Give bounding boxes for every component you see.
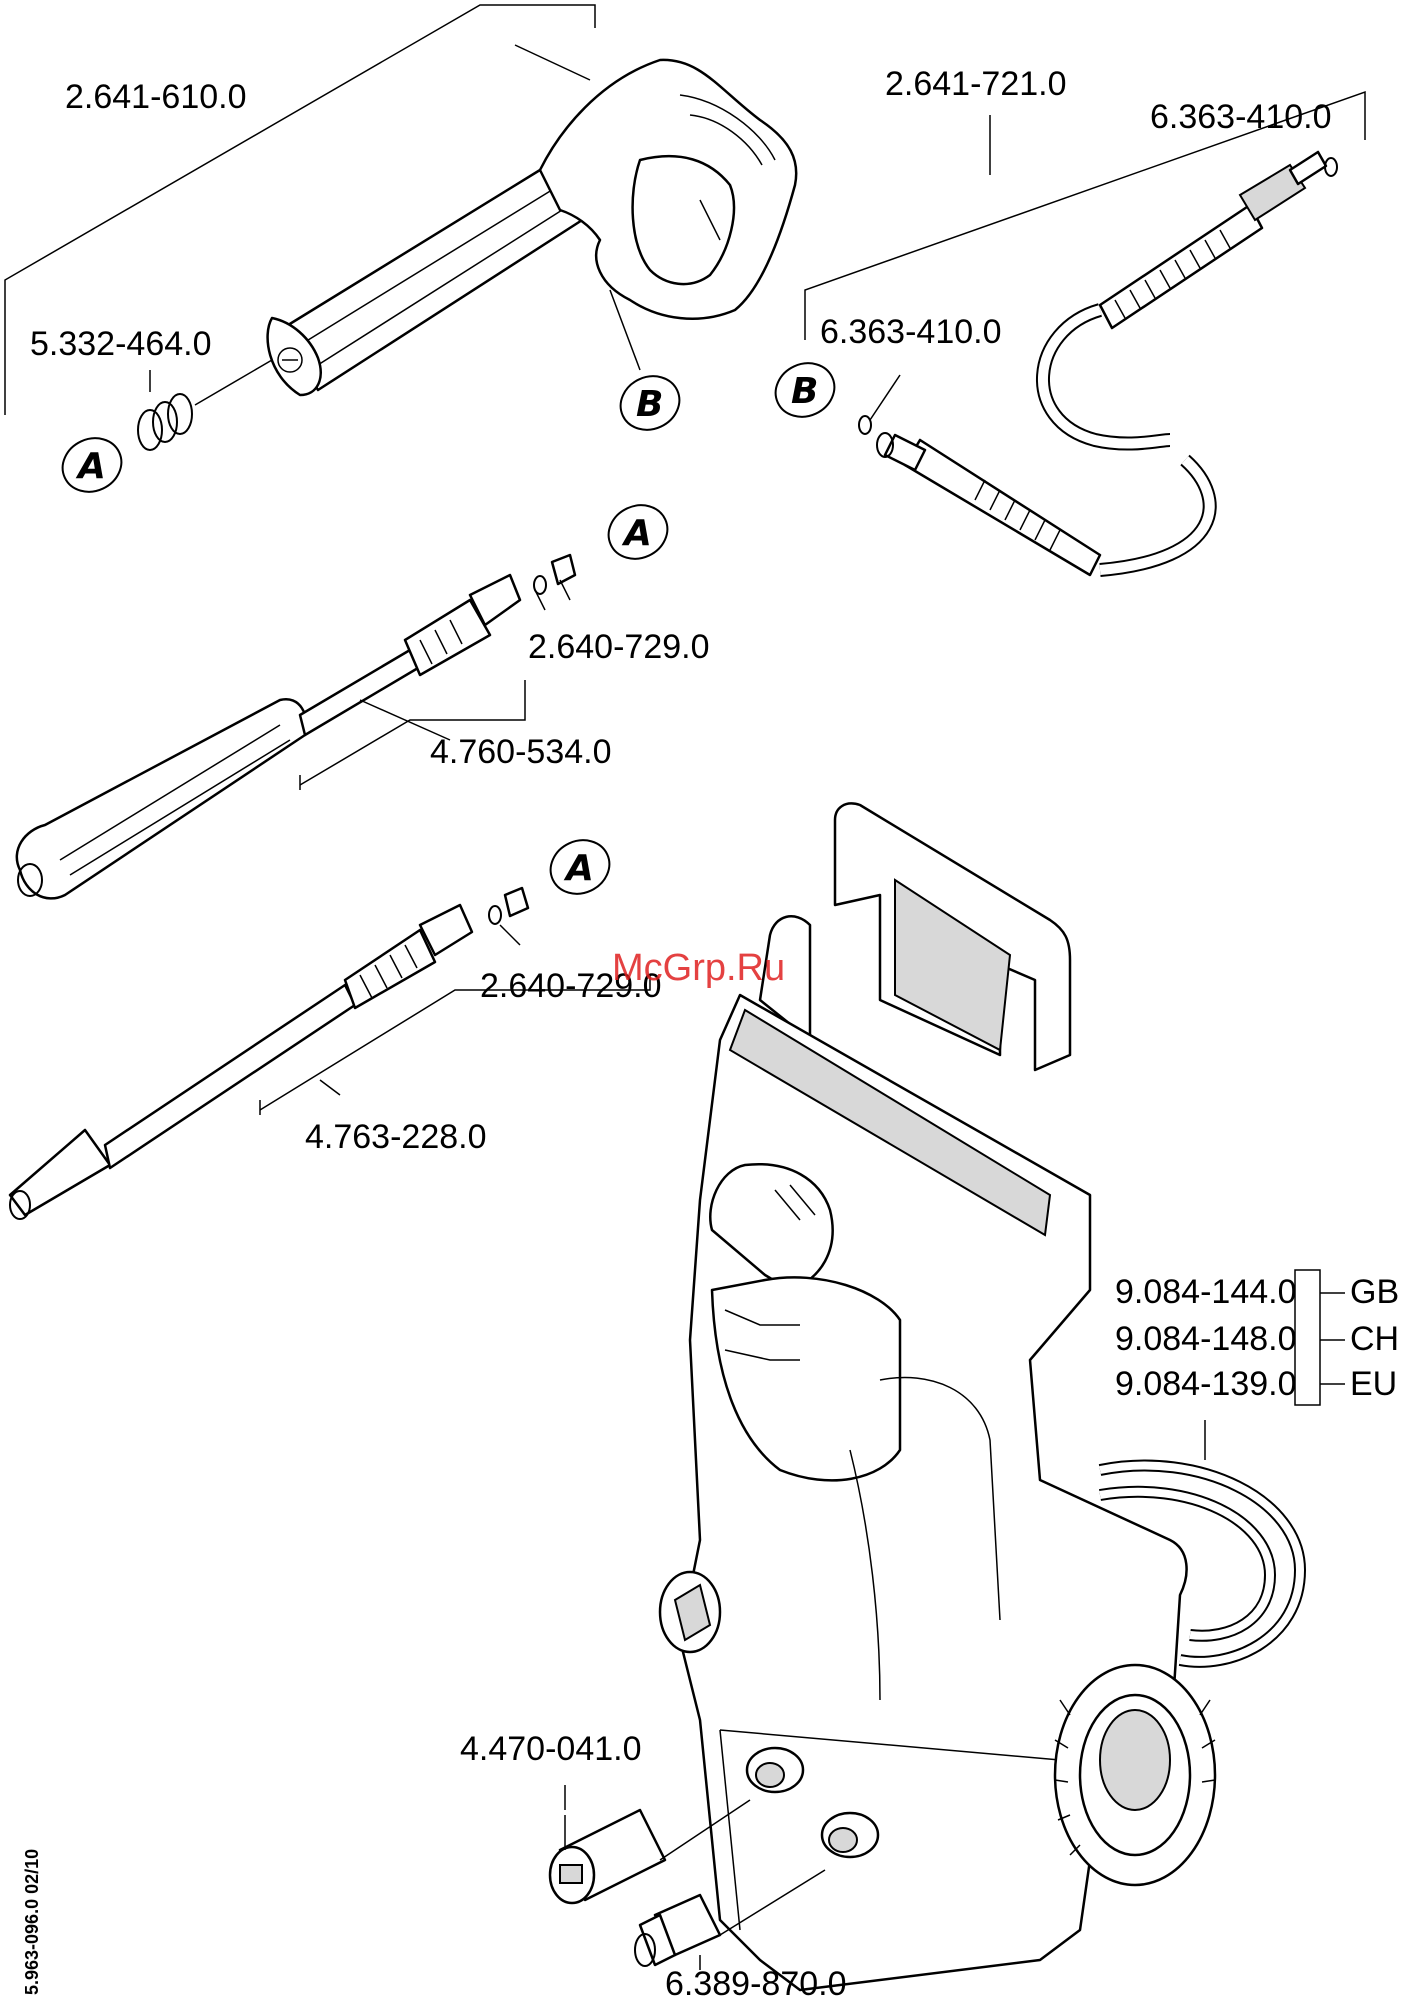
label-nozzle-adapter-1: 2.640-729.0 [528,628,710,666]
svg-text:A: A [563,848,594,889]
svg-text:B: B [791,371,818,412]
label-region-gb: GB [1350,1273,1399,1311]
label-inlet-coupling: 4.470-041.0 [460,1730,642,1768]
label-vario-lance: 4.760-534.0 [430,733,612,771]
label-oring-mid: 6.363-410.0 [820,313,1002,351]
watermark: McGrp.Ru [612,947,785,989]
svg-text:A: A [75,446,106,487]
label-seal-set: 5.332-464.0 [30,325,212,363]
seal-rings[interactable] [138,360,272,450]
callout-a-vario: A [600,496,676,568]
svg-text:B: B [636,384,663,425]
label-cable-gb: 9.084-144.0 [1115,1273,1297,1311]
label-cable-ch: 9.084-148.0 [1115,1320,1297,1358]
callout-a-top: A [54,429,130,501]
vario-lance[interactable] [17,555,575,898]
callout-b-hose: B [767,354,843,426]
dirt-blaster-lance[interactable] [10,888,650,1219]
label-region-eu: EU [1350,1365,1397,1403]
document-code: 5.963-096.0 02/10 [22,1849,42,1995]
label-dirt-blaster-lance: 4.763-228.0 [305,1118,487,1156]
cable-bracket [1295,1270,1345,1405]
label-trigger-gun: 2.641-610.0 [65,78,247,116]
label-oring-top: 6.363-410.0 [1150,98,1332,136]
label-hose: 2.641-721.0 [885,65,1067,103]
callout-b-gun: B [612,367,688,439]
label-garden-coupling: 6.389-870.0 [665,1965,847,2002]
label-region-ch: CH [1350,1320,1399,1358]
callout-a-blaster: A [542,831,618,903]
svg-text:A: A [621,513,652,554]
label-cable-eu: 9.084-139.0 [1115,1365,1297,1403]
